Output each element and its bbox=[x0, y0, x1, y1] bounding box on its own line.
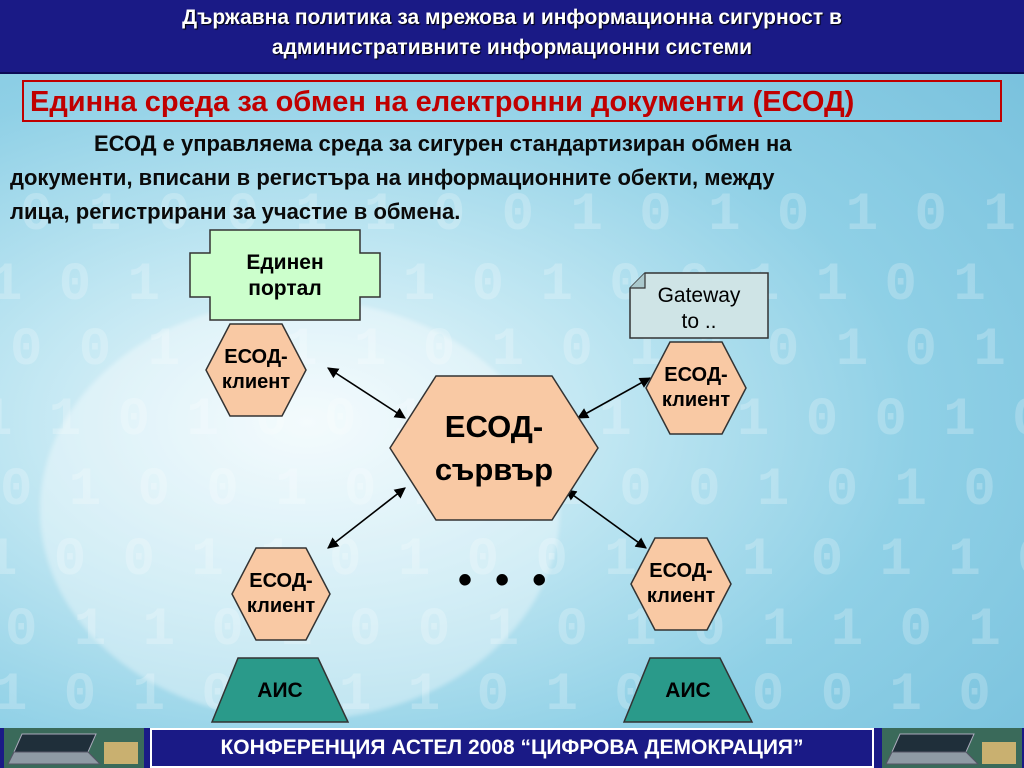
client-label-line-1: ЕСОД- bbox=[664, 364, 728, 386]
client-label-line-1: ЕСОД- bbox=[224, 346, 288, 368]
client-label-line-2: клиент bbox=[646, 585, 716, 607]
client-label-line-1: ЕСОД- bbox=[249, 570, 313, 592]
server-label-line-2: сървър bbox=[434, 452, 554, 487]
laptop-icon bbox=[4, 728, 144, 768]
client-top-right-shape bbox=[645, 341, 747, 435]
connector-bottomleft-server bbox=[327, 487, 406, 549]
connector-server-bottomright bbox=[565, 489, 647, 549]
client-label-line-2: клиент bbox=[246, 595, 316, 617]
client-bottom-right-label: ЕСОД-клиент bbox=[631, 538, 731, 630]
more-clients-ellipsis: • • • bbox=[458, 558, 553, 602]
client-bottom-left-shape bbox=[231, 547, 331, 641]
portal-shape bbox=[189, 229, 381, 321]
header-line-2: административните информационни системи bbox=[271, 36, 753, 59]
gateway-label: Gateway to .. bbox=[630, 280, 768, 338]
portal-label-line-2: портал bbox=[248, 277, 322, 300]
laptop-icon bbox=[882, 728, 1022, 768]
binary-pattern: 0 1 0 0 1 1 0 0 1 0 1 0 1 0 1 1 1 0 0 1 bbox=[20, 185, 1024, 246]
intro-line-1: ЕСОД е управляема среда за сигурен станд… bbox=[94, 131, 792, 156]
gateway-label-line-2: to .. bbox=[681, 310, 717, 333]
client-bottom-right-shape bbox=[630, 537, 732, 631]
server-label-line-1: ЕСОД- bbox=[444, 408, 544, 444]
portal-label-line-1: Единен bbox=[246, 250, 324, 274]
client-top-left-shape bbox=[205, 323, 307, 417]
server-shape bbox=[389, 375, 599, 521]
binary-pattern: 1 0 0 1 1 0 1 0 0 1 0 1 0 1 1 0 1 0 1 0 bbox=[0, 530, 1024, 591]
gateway-label-line-1: Gateway bbox=[657, 283, 741, 307]
ais-right-shape bbox=[622, 657, 754, 723]
client-bottom-left-label: ЕСОД-клиент bbox=[232, 548, 330, 640]
slide-subtitle: Единна среда за обмен на електронни доку… bbox=[22, 80, 1002, 122]
intro-line-3: лица, регистрирани за участие в обмена. bbox=[10, 199, 461, 224]
binary-pattern: 0 0 1 0 1 1 0 1 0 1 1 0 1 0 1 0 0 1 0 0 bbox=[10, 320, 1024, 381]
intro-paragraph: ЕСОД е управляема среда за сигурен станд… bbox=[10, 127, 1010, 229]
client-label-line-2: клиент bbox=[661, 389, 731, 411]
binary-pattern: 1 0 1 1 0 0 1 0 1 0 0 1 1 0 1 0 1 0 1 1 bbox=[0, 255, 1024, 316]
connector-topleft-server bbox=[327, 367, 406, 419]
footer-title: КОНФЕРЕНЦИЯ АСТЕЛ 2008 “ЦИФРОВА ДЕМОКРАЦ… bbox=[150, 728, 874, 768]
client-label-line-2: клиент bbox=[221, 371, 291, 393]
ais-left-label: АИС bbox=[257, 678, 303, 702]
binary-pattern: 0 1 1 0 1 0 0 1 0 1 0 1 1 0 1 0 0 1 1 0 bbox=[5, 600, 1024, 661]
binary-pattern: 1 0 1 0 0 1 1 0 1 0 1 0 0 1 0 1 1 0 0 1 bbox=[0, 665, 1024, 726]
gateway-fold bbox=[630, 273, 646, 289]
server-label: ЕСОД-сървър bbox=[390, 376, 598, 520]
connector-server-topright bbox=[577, 377, 651, 419]
client-label-line-1: ЕСОД- bbox=[649, 560, 713, 582]
header-line-1: Държавна политика за мрежова и информаци… bbox=[182, 6, 842, 29]
ais-right-label: АИС bbox=[665, 678, 711, 702]
ais-left-shape bbox=[210, 657, 350, 723]
intro-line-2: документи, вписани в регистъра на информ… bbox=[10, 165, 775, 190]
client-top-left-label: ЕСОД-клиент bbox=[206, 324, 306, 416]
slide-header: Държавна политика за мрежова и информаци… bbox=[0, 0, 1024, 74]
client-top-right-label: ЕСОД-клиент bbox=[646, 342, 746, 434]
slide-footer bbox=[0, 728, 1024, 768]
portal-label: Единен портал bbox=[190, 243, 380, 309]
